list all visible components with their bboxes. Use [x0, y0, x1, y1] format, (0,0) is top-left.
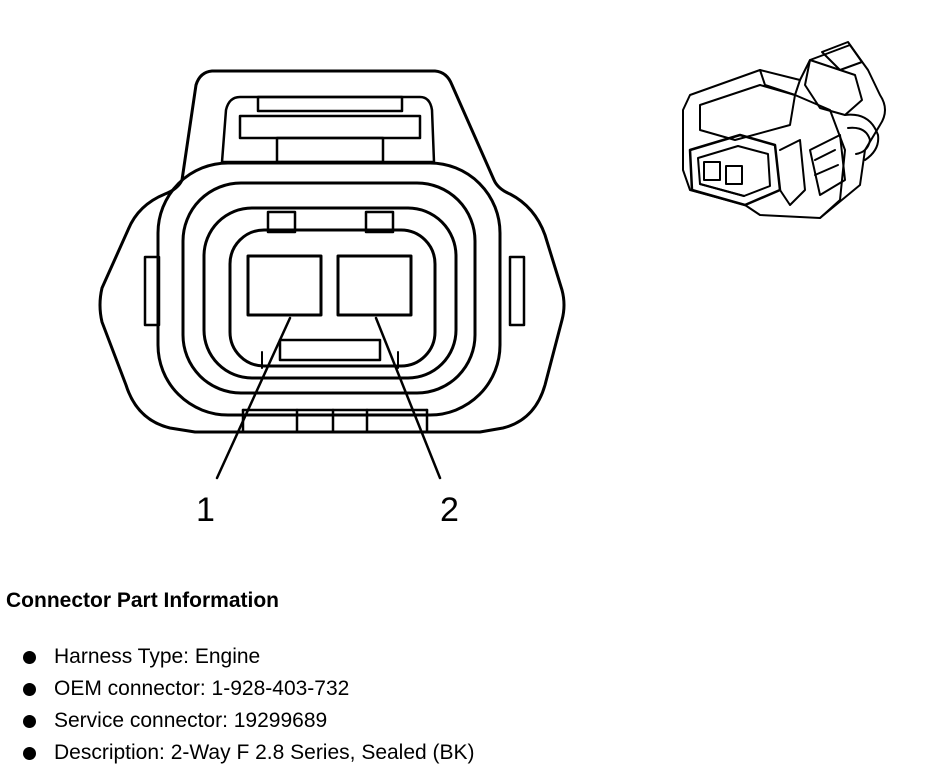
list-item: Service connector: 19299689 [0, 707, 475, 739]
connector-face-view-diagram [98, 41, 886, 480]
seal-ring-middle [181, 181, 477, 395]
lock-tab-right [364, 210, 395, 234]
seal-ring-outer [156, 161, 502, 417]
terminal-block-outline [228, 228, 437, 368]
list-item: Description: 2-Way F 2.8 Series, Sealed … [0, 739, 475, 771]
latch-inner [275, 136, 385, 164]
section-title: Connector Part Information [6, 589, 280, 612]
latch-bar [238, 114, 422, 140]
bullet-dot-icon [23, 747, 36, 760]
bottom-key [278, 338, 382, 362]
latch-tab [256, 95, 404, 113]
cavity-pin-2 [336, 254, 413, 317]
bullet-dot-icon [23, 683, 36, 696]
lock-tab-left [266, 210, 297, 234]
leader-line-pin-2 [374, 316, 442, 480]
connector-isometric-view [682, 41, 886, 219]
terminal-block [228, 210, 437, 369]
cavity-pin-1 [246, 254, 323, 317]
leader-line-pin-1 [215, 316, 292, 480]
seal-ring-inner [202, 206, 458, 380]
housing-outline [98, 69, 566, 434]
bullet-dot-icon [23, 715, 36, 728]
pin-2-label: 2 [440, 491, 459, 529]
bullet-dot-icon [23, 651, 36, 664]
list-item: Harness Type: Engine [0, 643, 475, 675]
list-item: OEM connector: 1-928-403-732 [0, 675, 475, 707]
connector-info-list: Harness Type: Engine OEM connector: 1-92… [0, 643, 475, 771]
list-item-text: OEM connector: 1-928-403-732 [54, 677, 350, 700]
pin-1-label: 1 [196, 491, 215, 529]
list-item-text: Description: 2-Way F 2.8 Series, Sealed … [54, 741, 475, 764]
list-item-text: Harness Type: Engine [54, 645, 261, 668]
list-item-text: Service connector: 19299689 [54, 709, 328, 732]
right-side-tab [508, 255, 526, 327]
bottom-ribs [241, 408, 429, 434]
